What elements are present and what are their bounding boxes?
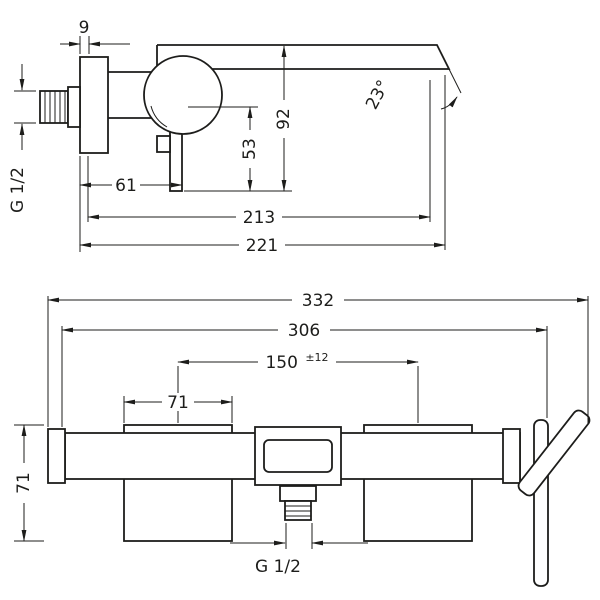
label-bg [236, 208, 282, 226]
dim-wall-to-outlet: 61 [115, 176, 137, 196]
spout-angle-construction-line [448, 68, 462, 94]
wall-escutcheon [79, 56, 109, 154]
dimension-arrows [19, 41, 458, 248]
label-bg [275, 100, 293, 138]
thread-lines [285, 505, 311, 517]
dim-escutcheon-width: 71 [167, 393, 189, 413]
lever-down-position [533, 419, 549, 587]
label-bg [15, 463, 33, 503]
end-cap-left [47, 428, 66, 484]
end-cap-right [502, 428, 521, 484]
dim-connection-tolerance: ±12 [305, 351, 328, 364]
dim-connection-centers: 150 ±12 [265, 351, 328, 373]
angle-arc-arrow [440, 96, 458, 110]
thread-lines [44, 91, 66, 123]
front-view-labels: 332 306 150 ±12 71 71 G 1/2 [14, 291, 344, 577]
label-bg [239, 236, 285, 254]
side-view-labels: 9 G 1/2 61 53 92 23° 213 221 [8, 18, 394, 256]
lower-outlet [156, 130, 183, 192]
label-bg [292, 291, 344, 309]
valve-body [143, 55, 223, 135]
dim-escutcheon-depth: 9 [79, 18, 90, 38]
dim-spout-angle: 23° [362, 77, 394, 113]
label-outlet-thread: G 1/2 [255, 557, 301, 577]
dim-overall-width: 332 [302, 291, 334, 311]
front-view [47, 409, 591, 587]
center-plate [263, 439, 333, 473]
dim-reach-total: 221 [246, 236, 278, 256]
lever-angled-position [517, 409, 591, 497]
dimension-arrows [21, 297, 589, 546]
label-bg [258, 350, 336, 370]
outlet-connector [279, 485, 317, 521]
label-bg [112, 176, 140, 194]
label-bg [162, 393, 194, 411]
dim-connection-centers-value: 150 [265, 353, 297, 373]
valve-body-detail [150, 105, 168, 128]
dim-reach-spout: 213 [243, 208, 275, 228]
spout [156, 44, 462, 94]
inlet-connector [39, 86, 81, 128]
side-view [39, 44, 462, 192]
label-inlet-thread: G 1/2 [8, 167, 28, 213]
center-unit [254, 426, 342, 486]
dim-inlet-to-base: 53 [240, 138, 260, 160]
dim-escutcheon-height: 71 [14, 472, 34, 494]
body-neck [108, 71, 152, 119]
label-bg [241, 130, 259, 168]
dim-body-width: 306 [288, 321, 320, 341]
label-bg [278, 321, 330, 339]
dim-spout-height: 92 [274, 108, 294, 130]
